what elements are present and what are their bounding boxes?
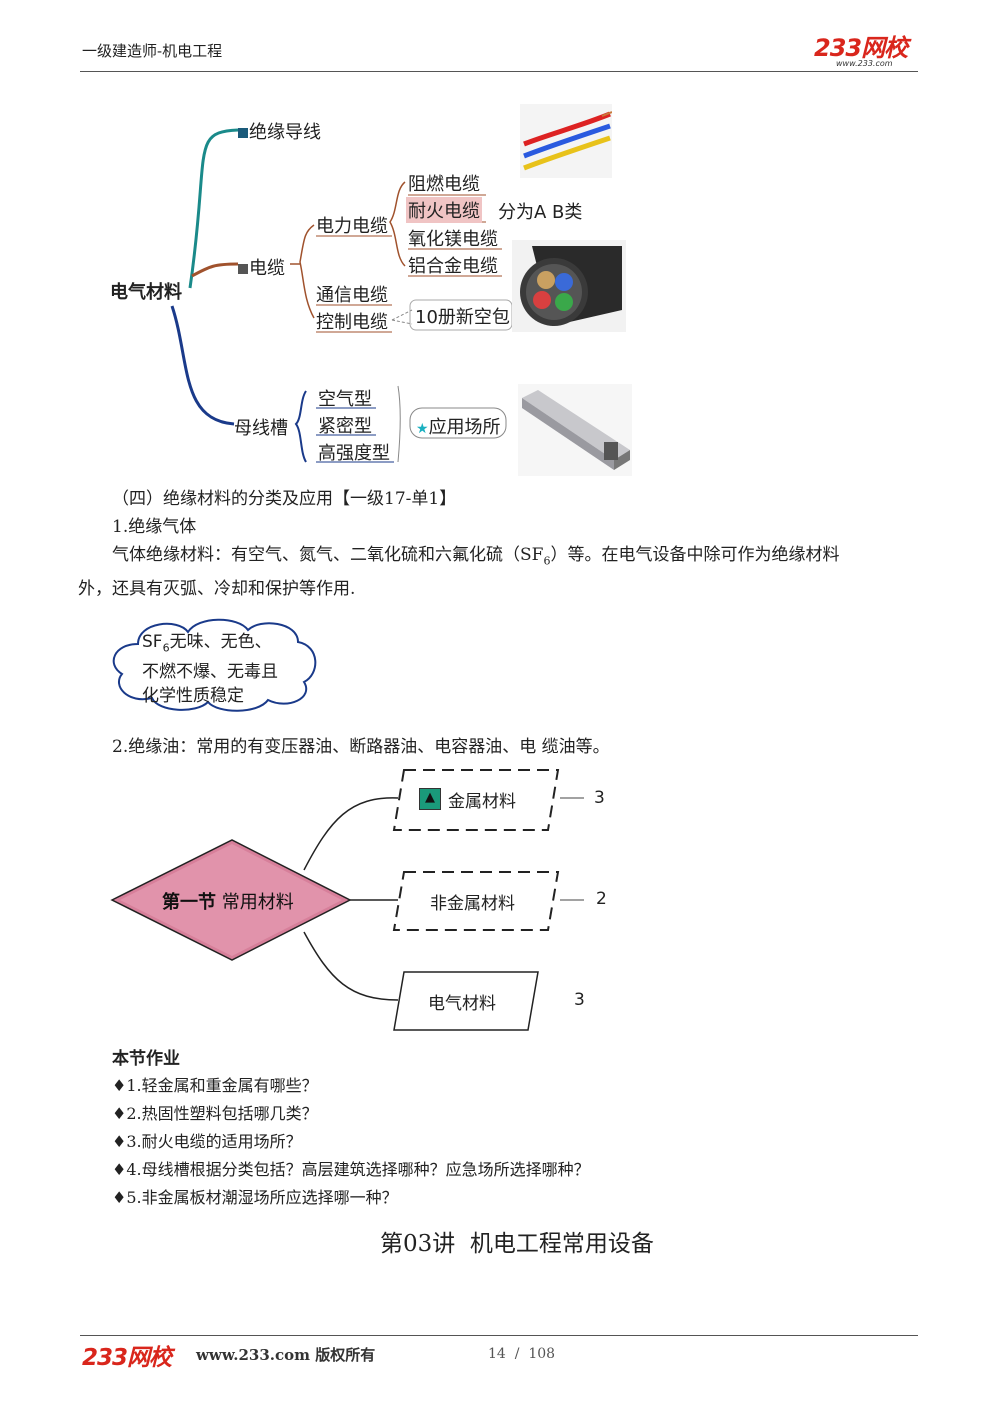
busway-type-air: 空气型: [318, 389, 372, 410]
page-number: 14 / 108: [488, 1346, 556, 1362]
footer-logo: 233网校: [82, 1345, 172, 1371]
homework-question: ♦5.非金属板材潮湿场所应选择哪一种？: [112, 1188, 398, 1207]
control-cable-note: 10册新空包: [415, 307, 510, 328]
cable-label: 电缆: [249, 258, 285, 279]
cloud-callout-text: SF6无味、无色、 不燃不爆、无毒且 化学性质稳定: [142, 630, 278, 708]
fire-cable-note: 分为A B类: [498, 202, 583, 223]
lecture-title: 第03讲 机电工程常用设备: [380, 1231, 654, 1257]
header-logo-text: 233网校: [814, 34, 908, 62]
thumbs-up-icon: ▲: [419, 788, 441, 810]
footer-site: www.233.com 版权所有: [196, 1346, 376, 1364]
paragraph-line2: 外，还具有灭弧、冷却和保护等作用.: [78, 579, 356, 599]
branch-electrical-label: 电气材料: [428, 994, 496, 1014]
branch-metal-label: 金属材料: [448, 792, 516, 812]
cable-photo: [512, 240, 626, 332]
power-type-flame-retardant: 阻燃电缆: [408, 174, 480, 195]
item1-heading: 1.绝缘气体: [112, 517, 197, 537]
power-cable-label: 电力电缆: [316, 216, 388, 237]
branch-nonmetal-label: 非金属材料: [430, 894, 515, 914]
homework-question: ♦3.耐火电缆的适用场所？: [112, 1132, 302, 1151]
homework-question: ♦4.母线槽根据分类包括？高层建筑选择哪种？应急场所选择哪种？: [112, 1160, 590, 1179]
homework-question: ♦1.轻金属和重金属有哪些？: [112, 1076, 318, 1095]
busway-type-compact: 紧密型: [318, 416, 372, 437]
cloud-line1: SF6无味、无色、: [142, 632, 272, 655]
homework-question: ♦2.热固性塑料包括哪几类？: [112, 1104, 318, 1123]
paragraph-line1: 气体绝缘材料：有空气、氮气、二氧化硫和六氟化硫（SF6）等。在电气设备中除可作为…: [112, 545, 840, 568]
busway-label: 母线槽: [234, 418, 288, 439]
comm-cable-label: 通信电缆: [316, 285, 388, 306]
mindmap1-cable: 电缆: [238, 254, 285, 280]
homework-title: 本节作业: [112, 1049, 180, 1069]
branch-nonmetal-count: 2: [596, 889, 607, 909]
busway-photo: [518, 384, 632, 476]
mindmap2-shapes: [110, 769, 584, 1031]
power-type-fire-resistant: 耐火电缆: [406, 197, 482, 223]
mindmap1-insulated-wire: 绝缘导线: [238, 118, 321, 144]
cloud-callout-shape: [112, 618, 317, 712]
mindmap2-root: 第一节 常用材料: [162, 892, 294, 913]
header-divider: [80, 71, 918, 72]
cloud-line2: 不燃不爆、无毒且: [142, 662, 278, 683]
insulated-wire-photo: [520, 104, 612, 178]
mindmap1-root: 电气材料: [110, 282, 182, 303]
power-type-aluminum-alloy: 铝合金电缆: [408, 256, 498, 277]
item2-text: 2.绝缘油：常用的有变压器油、断路器油、电容器油、电 缆油等。: [112, 737, 610, 757]
section-heading: （四）绝缘材料的分类及应用【一级17-单1】: [112, 489, 457, 509]
branch-metal-count: 3: [594, 788, 605, 808]
busway-note-label: 应用场所: [428, 417, 501, 438]
header-title: 一级建造师-机电工程: [82, 42, 223, 60]
cloud-line3: 化学性质稳定: [142, 686, 244, 707]
mindmap1-connectors: [170, 128, 513, 463]
footer-divider: [80, 1335, 918, 1336]
square-icon: [238, 128, 248, 138]
busway-note: ★应用场所: [416, 413, 501, 439]
control-cable-label: 控制电缆: [316, 312, 388, 333]
busway-type-high-strength: 高强度型: [318, 443, 390, 464]
header-logo-url: www.233.com: [836, 59, 893, 68]
branch-electrical-count: 3: [574, 990, 585, 1010]
header-logo: 233网校 www.233.com: [814, 28, 908, 68]
star-icon: ★: [416, 421, 429, 437]
power-type-mgo: 氧化镁电缆: [408, 229, 498, 250]
insulated-wire-label: 绝缘导线: [249, 122, 321, 143]
document-icon: [238, 264, 248, 274]
